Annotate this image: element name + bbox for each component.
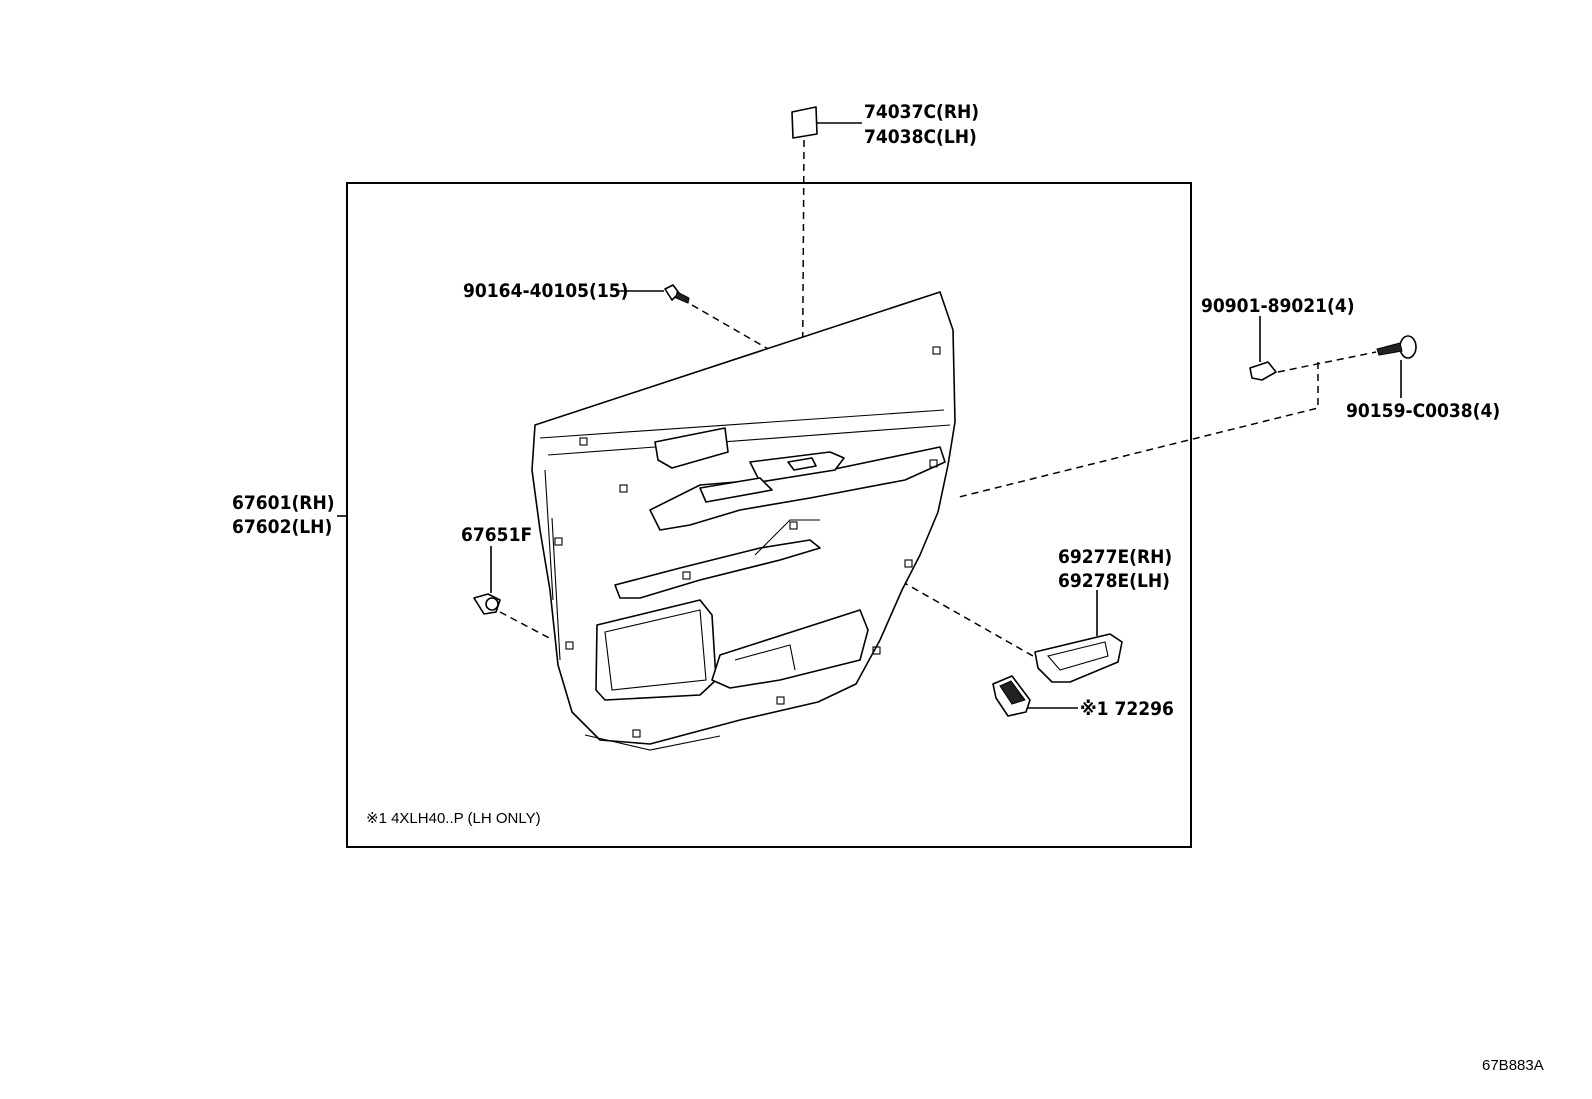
label-cover-lh: 74038C(LH) — [864, 126, 977, 148]
clip-part — [1249, 361, 1277, 381]
switch-base-part — [1034, 633, 1123, 683]
diagram-code: 67B883A — [1482, 1057, 1544, 1074]
bolt-part — [1376, 335, 1417, 359]
label-bolt: 90159-C0038(4) — [1346, 400, 1500, 422]
leader-lines — [337, 122, 1402, 709]
screw-part — [664, 284, 690, 304]
label-panel-rh: 67601(RH) — [232, 492, 335, 514]
label-switch: ※1 72296 — [1080, 698, 1174, 720]
label-clip: 90901-89021(4) — [1201, 295, 1355, 317]
assembly-frame — [346, 182, 1192, 848]
label-screw: 90164-40105(15) — [463, 280, 628, 302]
label-retainer: 67651F — [461, 524, 532, 546]
label-cover-rh: 74037C(RH) — [864, 101, 979, 123]
cover-part — [791, 106, 818, 139]
door-trim-panel — [531, 291, 956, 751]
label-switch-base-lh: 69278E(LH) — [1058, 570, 1170, 592]
label-switch-base-rh: 69277E(RH) — [1058, 546, 1172, 568]
footnote: ※1 4XLH40..P (LH ONLY) — [366, 810, 541, 827]
switch-part — [992, 675, 1031, 717]
label-panel-lh: 67602(LH) — [232, 516, 332, 538]
retainer-part — [473, 593, 501, 615]
